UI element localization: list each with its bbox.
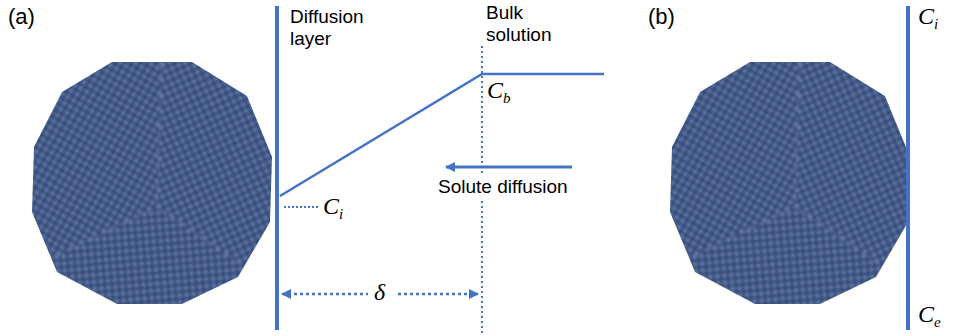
panel-label: (a) (6, 4, 37, 29)
concentration-symbol: Ce (916, 300, 943, 331)
dimension-line (398, 293, 478, 296)
dimension-label: δ (372, 279, 387, 305)
concentration-symbol: Ci (916, 2, 940, 33)
leader-line (284, 206, 318, 208)
surface-line (275, 6, 279, 330)
concentration-symbol: Ci (321, 192, 345, 223)
region-label: Diffusion layer (288, 6, 388, 50)
nanoparticle (22, 52, 282, 312)
nanoparticle (660, 52, 920, 312)
region-label: Bulk solution (484, 2, 572, 46)
concentration-symbol: Cb (485, 76, 513, 107)
panel-label: (b) (646, 4, 677, 29)
diffusion-arrow (446, 166, 572, 169)
arrow-label: Solute diffusion (436, 176, 570, 198)
surface-line (906, 6, 910, 330)
dimension-line (282, 293, 368, 296)
